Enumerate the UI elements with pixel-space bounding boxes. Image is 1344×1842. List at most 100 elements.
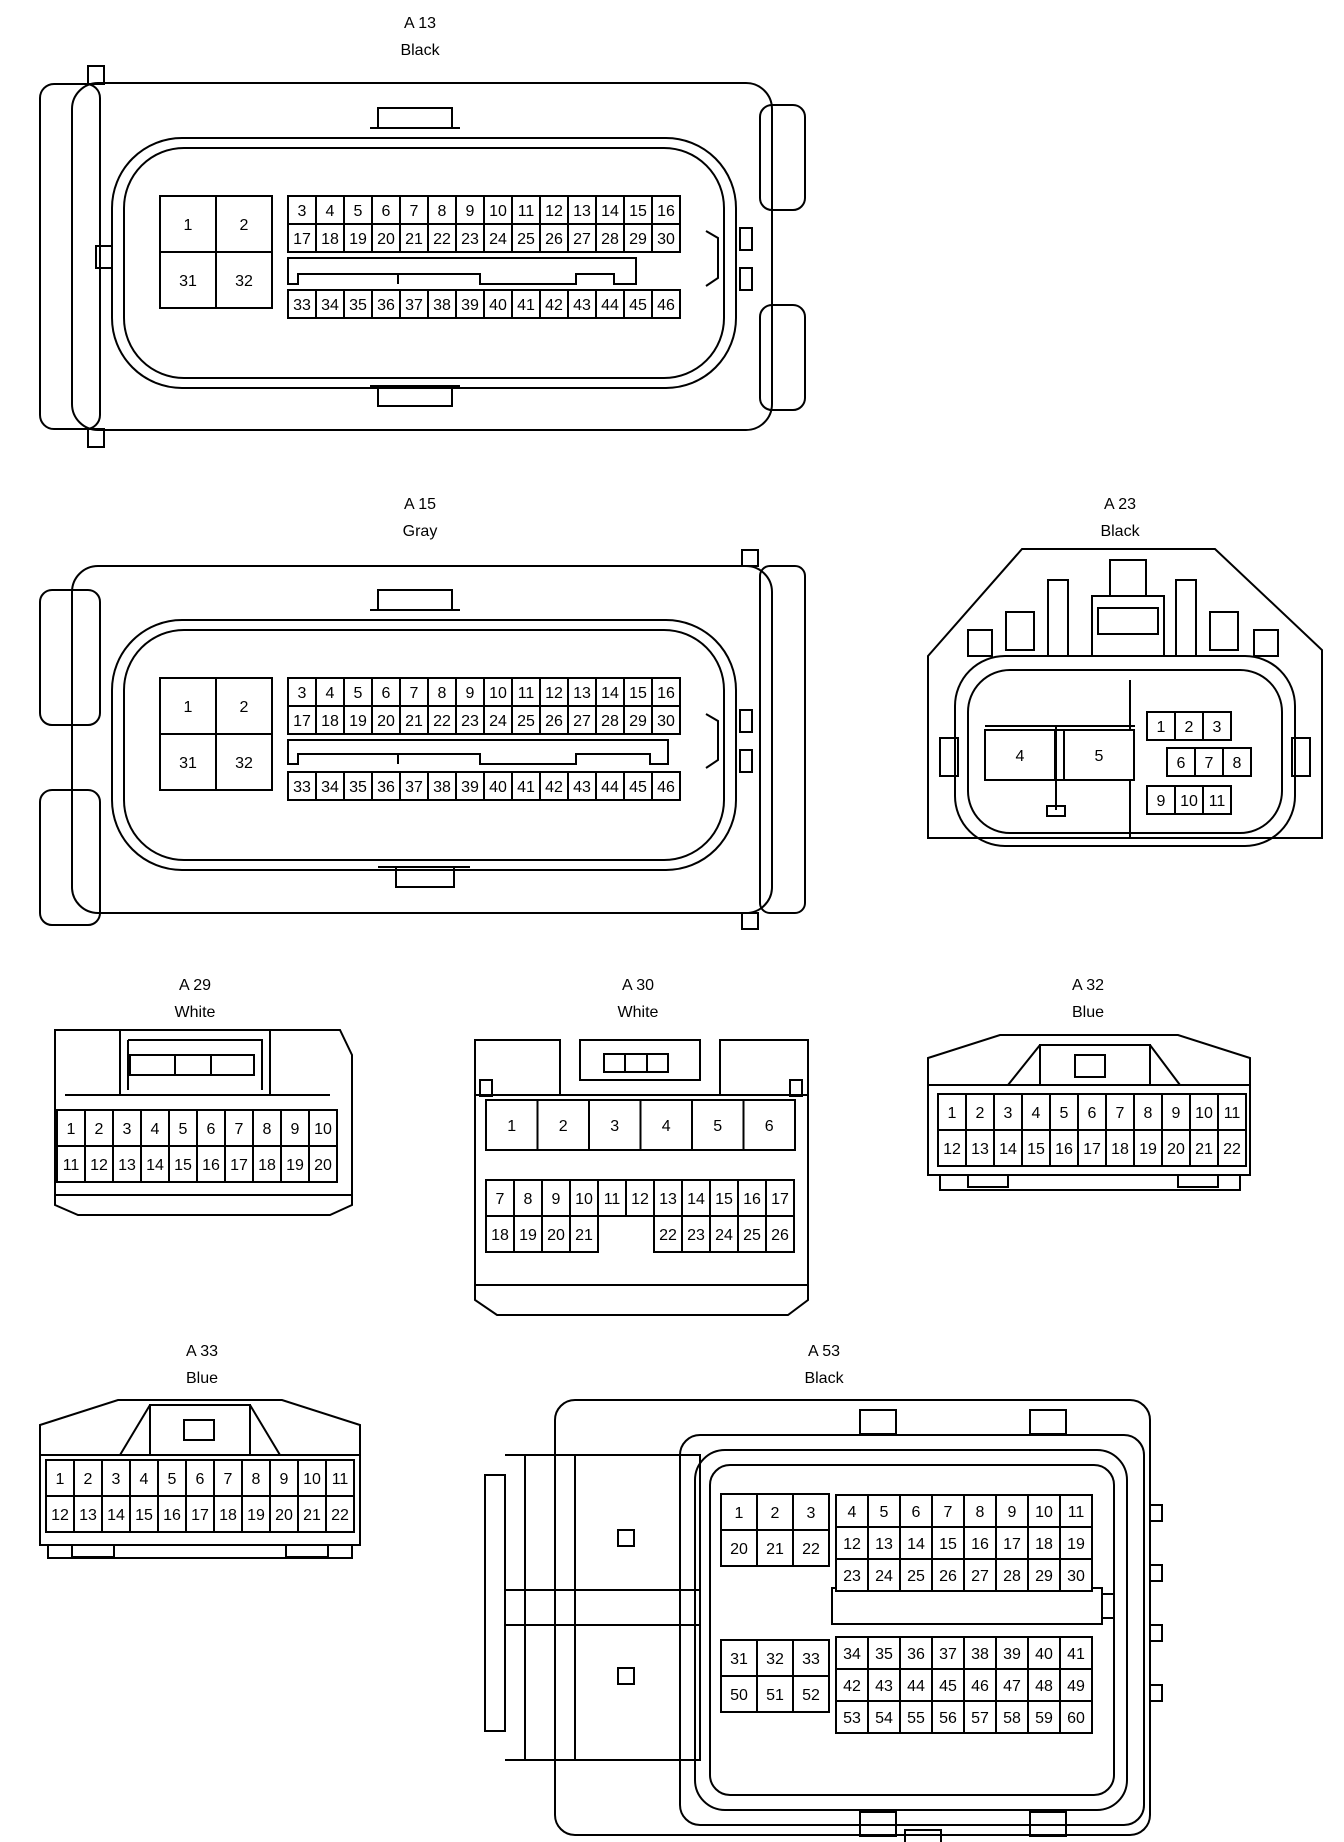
a29-pin-20: 20: [308, 1145, 338, 1183]
svg-text:1: 1: [56, 1471, 65, 1488]
a13-pin-25: 25: [511, 223, 541, 253]
a30-pin-17: 17: [765, 1179, 795, 1217]
svg-text:55: 55: [907, 1710, 925, 1727]
svg-text:22: 22: [1223, 1141, 1241, 1158]
svg-text:40: 40: [489, 297, 507, 314]
a15-pin-29: 29: [623, 705, 653, 735]
svg-text:10: 10: [303, 1471, 321, 1488]
svg-text:5: 5: [354, 203, 363, 220]
a30-pin-5: 5: [691, 1099, 745, 1151]
svg-text:31: 31: [179, 755, 197, 772]
a53-pin-12: 12: [835, 1526, 869, 1560]
svg-text:27: 27: [573, 231, 591, 248]
svg-text:60: 60: [1067, 1710, 1085, 1727]
a13-pin-4: 4: [315, 195, 345, 225]
a53-pin-17: 17: [995, 1526, 1029, 1560]
a15-pin-1: 1: [159, 677, 217, 735]
svg-text:22: 22: [433, 713, 451, 730]
a32-pin-10: 10: [1189, 1093, 1219, 1131]
a13-pin-3: 3: [287, 195, 317, 225]
a15-pin-30: 30: [651, 705, 681, 735]
svg-text:18: 18: [321, 231, 339, 248]
svg-text:39: 39: [461, 779, 479, 796]
svg-text:9: 9: [280, 1471, 289, 1488]
svg-text:38: 38: [971, 1646, 989, 1663]
svg-text:6: 6: [207, 1121, 216, 1138]
svg-text:12: 12: [545, 203, 563, 220]
a13-pin-45: 45: [623, 289, 653, 319]
a53-pin-29: 29: [1027, 1558, 1061, 1592]
a32-pin-16: 16: [1049, 1129, 1079, 1167]
svg-text:1: 1: [184, 217, 193, 234]
svg-text:16: 16: [1055, 1141, 1073, 1158]
a15-pin-37: 37: [399, 771, 429, 801]
svg-text:22: 22: [331, 1507, 349, 1524]
a53-pin-60: 60: [1059, 1700, 1093, 1734]
svg-text:4: 4: [140, 1471, 149, 1488]
svg-text:21: 21: [766, 1541, 784, 1558]
a29-pin-7: 7: [224, 1109, 254, 1147]
svg-text:14: 14: [999, 1141, 1017, 1158]
svg-text:21: 21: [405, 713, 423, 730]
svg-text:3: 3: [1004, 1105, 1013, 1122]
a15-pin-15: 15: [623, 677, 653, 707]
a13-pin-29: 29: [623, 223, 653, 253]
a53-pin-10: 10: [1027, 1494, 1061, 1528]
a53-pin-7: 7: [931, 1494, 965, 1528]
svg-text:7: 7: [1116, 1105, 1125, 1122]
label-a15-id: A 15: [404, 496, 436, 513]
a29-pin-9: 9: [280, 1109, 310, 1147]
a33-pin-15: 15: [129, 1495, 159, 1533]
svg-text:15: 15: [629, 203, 647, 220]
svg-text:58: 58: [1003, 1710, 1021, 1727]
a53-pin-56: 56: [931, 1700, 965, 1734]
a53-pin-30: 30: [1059, 1558, 1093, 1592]
a13-pin-40: 40: [483, 289, 513, 319]
a13-pin-32: 32: [215, 251, 273, 309]
svg-text:53: 53: [843, 1710, 861, 1727]
svg-text:28: 28: [601, 713, 619, 730]
a53-pin-43: 43: [867, 1668, 901, 1702]
a13-pin-17: 17: [287, 223, 317, 253]
a13-pin-10: 10: [483, 195, 513, 225]
a13-pin-26: 26: [539, 223, 569, 253]
a13-pin-37: 37: [399, 289, 429, 319]
svg-text:15: 15: [715, 1191, 733, 1208]
a13-pin-31: 31: [159, 251, 217, 309]
a13-pin-14: 14: [595, 195, 625, 225]
a53-pin-40: 40: [1027, 1636, 1061, 1670]
svg-text:17: 17: [293, 713, 311, 730]
a33-pin-9: 9: [269, 1459, 299, 1497]
a33-pin-2: 2: [73, 1459, 103, 1497]
svg-text:21: 21: [1195, 1141, 1213, 1158]
svg-text:11: 11: [518, 203, 535, 220]
svg-text:43: 43: [875, 1678, 893, 1695]
a53-pin-31: 31: [720, 1639, 758, 1677]
svg-text:37: 37: [405, 297, 423, 314]
a33-pin-8: 8: [241, 1459, 271, 1497]
svg-text:16: 16: [743, 1191, 761, 1208]
label-a32-id: A 32: [1072, 977, 1104, 994]
a15-pin-35: 35: [343, 771, 373, 801]
svg-text:36: 36: [377, 779, 395, 796]
a23-pin-1: 1: [1146, 711, 1176, 741]
svg-text:3: 3: [1213, 719, 1222, 736]
svg-text:8: 8: [263, 1121, 272, 1138]
a15-pin-23: 23: [455, 705, 485, 735]
svg-text:3: 3: [298, 685, 307, 702]
svg-text:19: 19: [1139, 1141, 1157, 1158]
a15-pin-8: 8: [427, 677, 457, 707]
svg-text:44: 44: [907, 1678, 925, 1695]
svg-text:2: 2: [1185, 719, 1194, 736]
a53-pin-14: 14: [899, 1526, 933, 1560]
connector-a30: [474, 1039, 809, 1316]
a32-pin-2: 2: [965, 1093, 995, 1131]
svg-text:32: 32: [235, 755, 253, 772]
a33-pin-5: 5: [157, 1459, 187, 1497]
a33-pin-12: 12: [45, 1495, 75, 1533]
a53-pin-27: 27: [963, 1558, 997, 1592]
svg-text:16: 16: [657, 685, 675, 702]
a15-pin-41: 41: [511, 771, 541, 801]
label-a23-id: A 23: [1104, 496, 1136, 513]
svg-text:20: 20: [275, 1507, 293, 1524]
